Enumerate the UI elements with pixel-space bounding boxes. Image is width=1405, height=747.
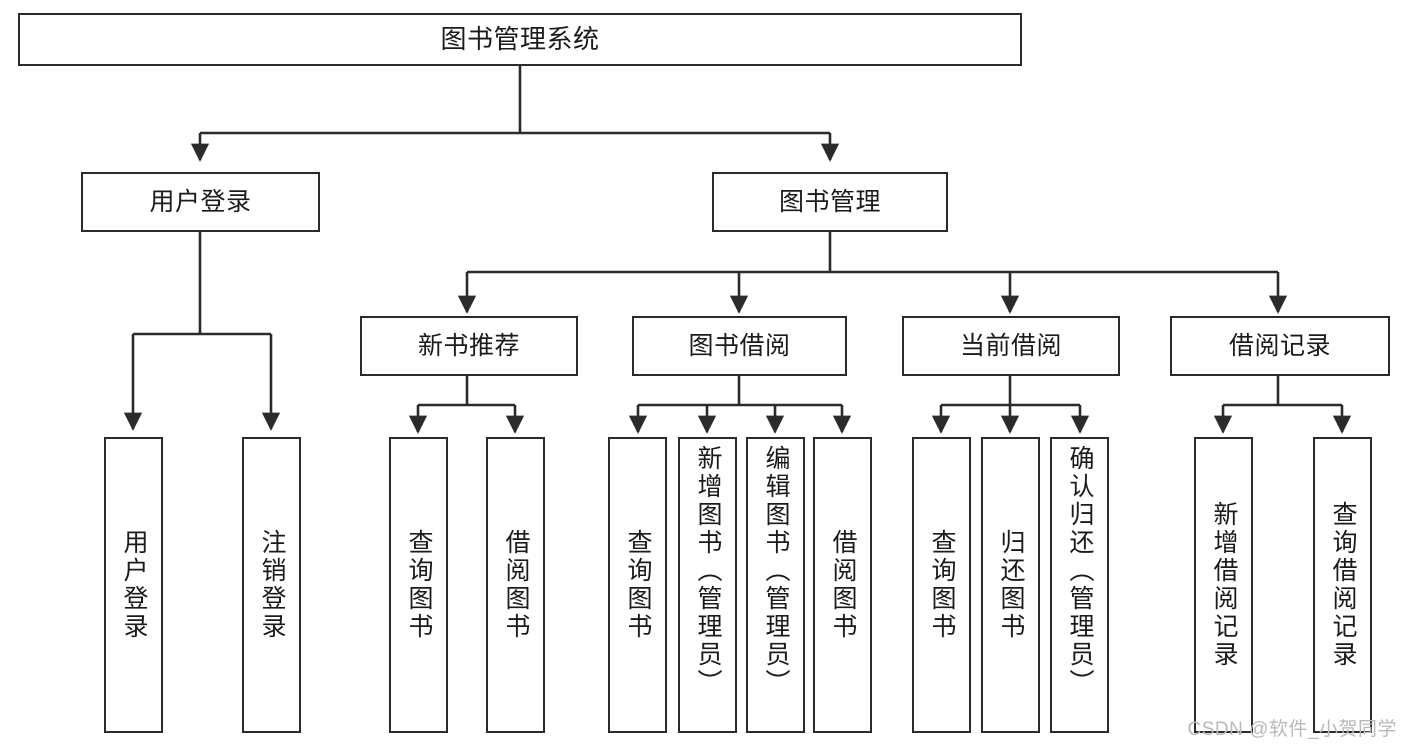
node-book-management[interactable]: 图书管理 <box>712 172 948 232</box>
leaf-borrow-record-query[interactable]: 查询借阅记录 <box>1313 437 1372 733</box>
node-current-borrow[interactable]: 当前借阅 <box>902 316 1120 376</box>
node-label: 查询图书 <box>928 529 956 641</box>
node-label: 确认归还（管理员） <box>1066 445 1094 697</box>
leaf-current-borrow-return[interactable]: 归还图书 <box>981 437 1040 733</box>
node-borrow-record[interactable]: 借阅记录 <box>1170 316 1390 376</box>
leaf-book-borrow-query[interactable]: 查询图书 <box>608 437 667 733</box>
leaf-user-login-login[interactable]: 用户登录 <box>104 437 163 733</box>
node-new-book-recommend[interactable]: 新书推荐 <box>360 316 578 376</box>
leaf-book-borrow-edit[interactable]: 编辑图书（管理员） <box>746 437 805 733</box>
node-label: 归还图书 <box>997 529 1025 641</box>
node-root-system[interactable]: 图书管理系统 <box>18 13 1022 66</box>
leaf-user-login-logout[interactable]: 注销登录 <box>242 437 301 733</box>
node-label: 图书管理系统 <box>440 23 600 54</box>
leaf-borrow-record-add[interactable]: 新增借阅记录 <box>1194 437 1253 733</box>
node-user-login[interactable]: 用户登录 <box>81 172 320 232</box>
node-label: 用户登录 <box>120 529 148 641</box>
node-label: 新增借阅记录 <box>1210 501 1238 669</box>
node-label: 查询图书 <box>624 529 652 641</box>
leaf-current-borrow-query[interactable]: 查询图书 <box>912 437 971 733</box>
node-label: 图书管理 <box>778 188 881 216</box>
node-label: 图书借阅 <box>688 332 791 360</box>
node-label: 查询图书 <box>405 529 433 641</box>
node-book-borrow[interactable]: 图书借阅 <box>632 316 847 376</box>
leaf-book-borrow-add[interactable]: 新增图书（管理员） <box>678 437 737 733</box>
leaf-current-borrow-confirm-return[interactable]: 确认归还（管理员） <box>1050 437 1109 733</box>
node-label: 编辑图书（管理员） <box>762 445 790 697</box>
node-label: 借阅图书 <box>502 529 530 641</box>
node-label: 当前借阅 <box>959 332 1062 360</box>
node-label: 借阅记录 <box>1228 332 1331 360</box>
node-label: 新书推荐 <box>417 332 520 360</box>
leaf-new-book-query[interactable]: 查询图书 <box>389 437 448 733</box>
csdn-watermark: CSDN @软件_小贺同学 <box>1187 719 1397 740</box>
node-label: 用户登录 <box>149 188 252 216</box>
node-label: 新增图书（管理员） <box>694 445 722 697</box>
leaf-book-borrow-lend[interactable]: 借阅图书 <box>813 437 872 733</box>
leaf-new-book-borrow[interactable]: 借阅图书 <box>486 437 545 733</box>
node-label: 借阅图书 <box>829 529 857 641</box>
node-label: 查询借阅记录 <box>1329 501 1357 669</box>
node-label: 注销登录 <box>258 529 286 641</box>
